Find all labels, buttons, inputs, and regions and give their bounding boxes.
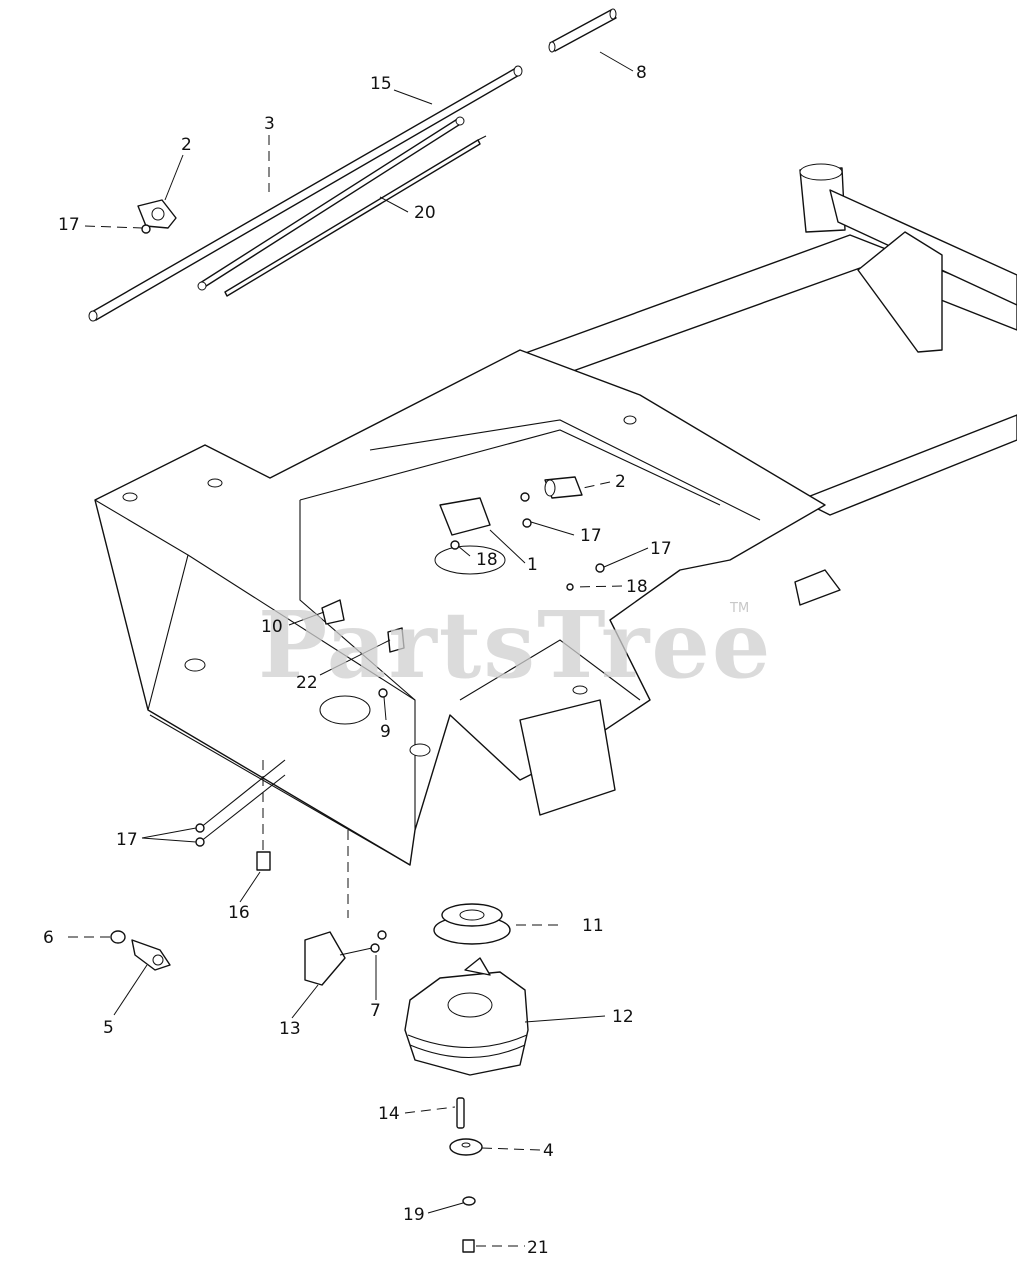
- callout-3: 3: [264, 114, 275, 134]
- callout-13: 13: [279, 1019, 301, 1039]
- callout-19: 19: [403, 1205, 425, 1225]
- washer-6: [110, 930, 126, 944]
- callout-17-mid-a: 17: [580, 526, 602, 546]
- cable-20: [224, 135, 487, 297]
- clip-22: [387, 627, 405, 653]
- watermark-logo: PartsTree: [258, 591, 772, 699]
- nut-17-c: [595, 563, 605, 573]
- frame-rails: [519, 163, 1017, 516]
- callout-17-lower: 17: [116, 830, 138, 850]
- rod-3: [197, 116, 465, 291]
- bolt-21: [462, 1239, 475, 1253]
- callout-1: 1: [527, 555, 538, 575]
- bracket-1: [439, 497, 491, 550]
- callout-18-mid-b: 18: [626, 577, 648, 597]
- callout-6: 6: [43, 928, 54, 948]
- leader-lines: [68, 51, 649, 1247]
- bolts-7: [339, 930, 387, 956]
- callout-17-top: 17: [58, 215, 80, 235]
- callout-20: 20: [414, 203, 436, 223]
- bolt-9: [378, 688, 388, 698]
- washer-19: [462, 1196, 476, 1206]
- tube-15: [88, 65, 523, 322]
- bracket-13: [304, 931, 346, 986]
- bolts-17-lower: [195, 759, 286, 847]
- bushing-2-mid: [544, 476, 583, 499]
- callout-2-mid: 2: [615, 472, 626, 492]
- callout-8: 8: [636, 63, 647, 83]
- callout-11: 11: [582, 916, 604, 936]
- watermark-trademark: TM: [729, 601, 749, 616]
- callout-4: 4: [543, 1141, 554, 1161]
- callout-10: 10: [261, 617, 283, 637]
- nut-18: [566, 583, 574, 591]
- callout-9: 9: [380, 722, 391, 742]
- callout-14: 14: [378, 1104, 400, 1124]
- key-14: [456, 1097, 465, 1129]
- pin-8: [548, 8, 617, 53]
- nut-17-a: [520, 492, 530, 502]
- nut-17-b: [522, 518, 532, 528]
- clutch-12: [404, 957, 529, 1076]
- callout-5: 5: [103, 1018, 114, 1038]
- callout-7: 7: [370, 1001, 381, 1021]
- callout-12: 12: [612, 1007, 634, 1027]
- callout-18-mid-a: 18: [476, 550, 498, 570]
- callout-15: 15: [370, 74, 392, 94]
- callout-2-top: 2: [181, 135, 192, 155]
- pulley-11: [433, 903, 511, 945]
- callout-16: 16: [228, 903, 250, 923]
- washer-4: [449, 1138, 483, 1156]
- callout-17-mid-b: 17: [650, 539, 672, 559]
- callout-22: 22: [296, 673, 318, 693]
- bolt-16: [256, 760, 271, 871]
- callout-labels: 15 3 2 17 20 8 2 17 18 1 17 18 10 22 9 1…: [43, 63, 672, 1258]
- chassis-plate: [94, 349, 841, 866]
- bushing-2-top: [137, 199, 177, 234]
- callout-21: 21: [527, 1238, 549, 1258]
- fitting-5: [131, 939, 171, 971]
- bracket-10: [321, 599, 345, 625]
